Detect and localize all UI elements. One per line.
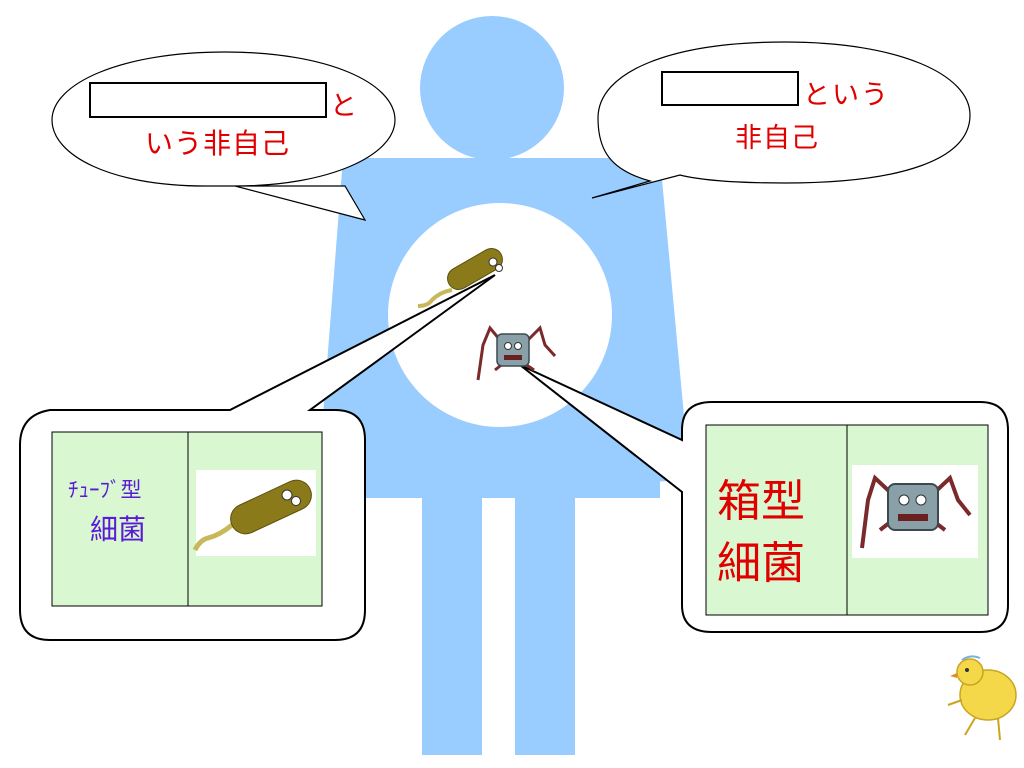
- bubble-left-line2: いう非自己: [145, 127, 291, 160]
- answer-blank: [661, 71, 799, 106]
- box-bacterium-icon: [476, 325, 557, 381]
- left-leg: [422, 480, 482, 755]
- bubble-right-line2: 非自己: [735, 123, 819, 154]
- bubble-right-suffix: という: [803, 80, 890, 111]
- chick-icon: [947, 655, 1017, 741]
- label-panel: [51, 431, 189, 607]
- belly-circle: [388, 203, 612, 427]
- label-panel: [705, 424, 848, 616]
- tube-bacterium-icon: [417, 248, 503, 308]
- speech-bubble-left: [51, 51, 396, 221]
- box-bacterium-icon: [860, 474, 972, 549]
- tube-bacterium-icon: [192, 479, 312, 552]
- head: [420, 16, 564, 160]
- right-leg: [515, 480, 575, 755]
- panel-left-line1: ﾁｭｰﾌﾞ型: [68, 478, 142, 502]
- speech-bubble-right: [591, 41, 971, 199]
- panel-right-line1: 箱型: [717, 476, 805, 527]
- left-arm: [318, 158, 375, 482]
- panel-left-line2: 細菌: [90, 513, 147, 546]
- panel-right-line2: 細菌: [717, 538, 805, 589]
- bubble-left-suffix: と: [330, 91, 357, 122]
- right-arm: [630, 158, 690, 482]
- answer-blank: [89, 82, 327, 118]
